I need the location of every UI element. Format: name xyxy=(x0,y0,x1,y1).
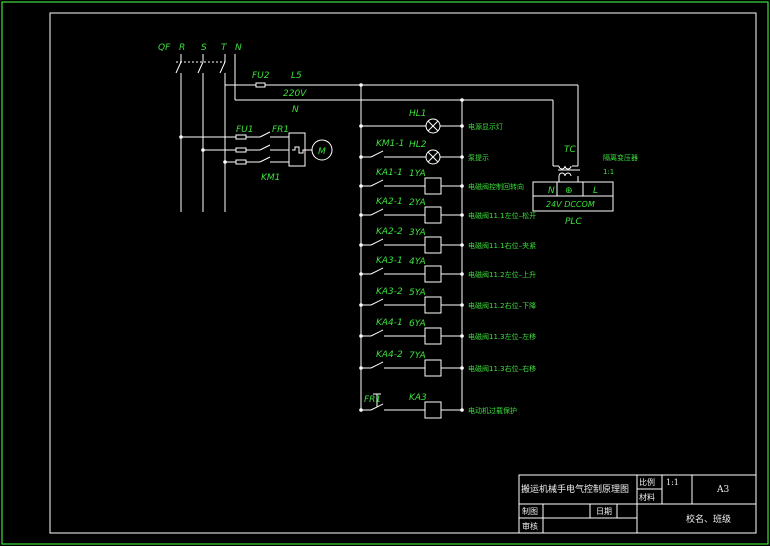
coil-2ya xyxy=(424,206,442,224)
inner-border xyxy=(49,12,757,534)
fuse-fu2 xyxy=(255,82,266,88)
date-label: 日期 xyxy=(596,507,612,516)
contact-6 xyxy=(370,267,384,275)
checked-label: 审核 xyxy=(522,521,538,531)
sheet-size: A3 xyxy=(716,485,729,495)
plc-supply: 24V DCCOM xyxy=(546,200,595,209)
plc-terminal-l: L xyxy=(593,186,598,196)
plc-terminal-ground: ⊕ xyxy=(565,186,573,196)
transformer-tc: TC 隔离变压器 1:1 xyxy=(553,145,638,182)
contact-label-6: KA3-1 xyxy=(376,256,403,266)
label-220v: 220V xyxy=(283,89,307,99)
label-km1: KM1 xyxy=(261,173,280,183)
rung-caption-5: 电磁阀11.1右位–夹紧 xyxy=(468,241,536,250)
label-n-feed: N xyxy=(292,105,299,115)
contact-9 xyxy=(370,361,384,369)
label-l5: L5 xyxy=(291,71,302,81)
fuse-fu1-a xyxy=(235,134,247,140)
contact-label-3: KA1-1 xyxy=(376,168,403,178)
rung-caption-9: 电磁阀11.3右位–右移 xyxy=(468,364,536,373)
fuse-fu1-c xyxy=(235,159,247,165)
label-fu1: FU1 xyxy=(236,125,254,135)
device-label-3: 1YA xyxy=(409,169,426,179)
rung-caption-1: 电源显示灯 xyxy=(468,122,503,131)
transformer-ratio: 1:1 xyxy=(603,168,614,176)
coil-ka3 xyxy=(424,401,442,419)
coil-7ya xyxy=(424,359,442,377)
coil-5ya xyxy=(424,296,442,314)
rung-caption-8: 电磁阀11.3左位–左移 xyxy=(468,332,536,341)
motor-m xyxy=(311,139,333,161)
contact-7 xyxy=(370,298,384,306)
contact-label-9: KA4-2 xyxy=(376,350,403,360)
label-qf: QF xyxy=(158,43,171,53)
fuse-fu1-b xyxy=(235,147,247,153)
label-plc: PLC xyxy=(565,217,582,227)
label-tc: TC xyxy=(564,145,576,155)
coil-1ya xyxy=(424,177,442,195)
plc-block: N ⊕ L 24V DCCOM PLC xyxy=(532,181,614,227)
ladder-rungs: HL1 电源显示灯 KM1-1 HL2 泵提示 KA1-1 1YA 电磁阀控制回转向 KA2-1… xyxy=(359,109,536,419)
rung-caption-7: 电磁阀11.2右位–下降 xyxy=(468,301,536,310)
contact-3 xyxy=(370,179,384,187)
label-motor: M xyxy=(318,147,326,157)
label-r: R xyxy=(179,43,185,53)
rung-caption-4: 电磁阀11.1左位–松开 xyxy=(468,211,536,220)
contact-5 xyxy=(370,238,384,246)
device-label-8: 6YA xyxy=(409,319,426,329)
scale-value: 1:1 xyxy=(666,478,679,487)
device-label-5: 3YA xyxy=(409,228,426,238)
device-label-9: 7YA xyxy=(409,351,426,361)
drawing-title: 搬运机械手电气控制原理图 xyxy=(521,483,629,495)
control-feed: FU2 L5 220V N xyxy=(225,71,579,410)
contact-label-2: KM1-1 xyxy=(376,139,404,149)
contact-label-8: KA4-1 xyxy=(376,318,403,328)
supply-section: QF R S T N xyxy=(158,43,242,212)
plc-terminal-n: N xyxy=(548,186,555,196)
device-label-7: 5YA xyxy=(409,288,426,298)
rung-caption-6: 电磁阀11.2左位–上升 xyxy=(468,270,536,279)
school-label: 校名、班级 xyxy=(686,513,731,525)
device-label-1: HL1 xyxy=(409,109,427,119)
device-label-10: KA3 xyxy=(409,393,427,403)
device-label-4: 2YA xyxy=(409,198,426,208)
motor-circuit: FU1 FR1 KM1 M xyxy=(179,125,333,183)
contact-label-10: FR1 xyxy=(364,395,381,405)
transformer-caption: 隔离变压器 xyxy=(603,153,638,162)
rung-caption-2: 泵提示 xyxy=(468,153,489,162)
contact-8 xyxy=(370,329,384,337)
label-t: T xyxy=(221,43,228,53)
title-block: 搬运机械手电气控制原理图 比例 1:1 材料 A3 制图 日期 审核 校名、班级 xyxy=(518,474,757,534)
label-fu2: FU2 xyxy=(252,71,270,81)
label-s: S xyxy=(201,43,207,53)
label-n: N xyxy=(235,43,242,53)
contact-2 xyxy=(370,150,384,158)
scale-label: 比例 xyxy=(639,477,655,487)
rung-caption-10: 电动机过载保护 xyxy=(468,406,517,415)
contact-label-7: KA3-2 xyxy=(376,287,403,297)
rung-caption-3: 电磁阀控制回转向 xyxy=(468,182,524,191)
coil-3ya xyxy=(424,236,442,254)
drawn-label: 制图 xyxy=(522,506,538,516)
contact-label-4: KA2-1 xyxy=(376,197,403,207)
contact-label-5: KA2-2 xyxy=(376,227,403,237)
device-label-6: 4YA xyxy=(409,257,426,267)
label-fr1: FR1 xyxy=(272,125,289,135)
coil-6ya xyxy=(424,327,442,345)
coil-4ya xyxy=(424,265,442,283)
material-label: 材料 xyxy=(639,492,655,502)
contact-4 xyxy=(370,208,384,216)
breaker-qf xyxy=(175,54,226,212)
device-label-2: HL2 xyxy=(409,140,427,150)
